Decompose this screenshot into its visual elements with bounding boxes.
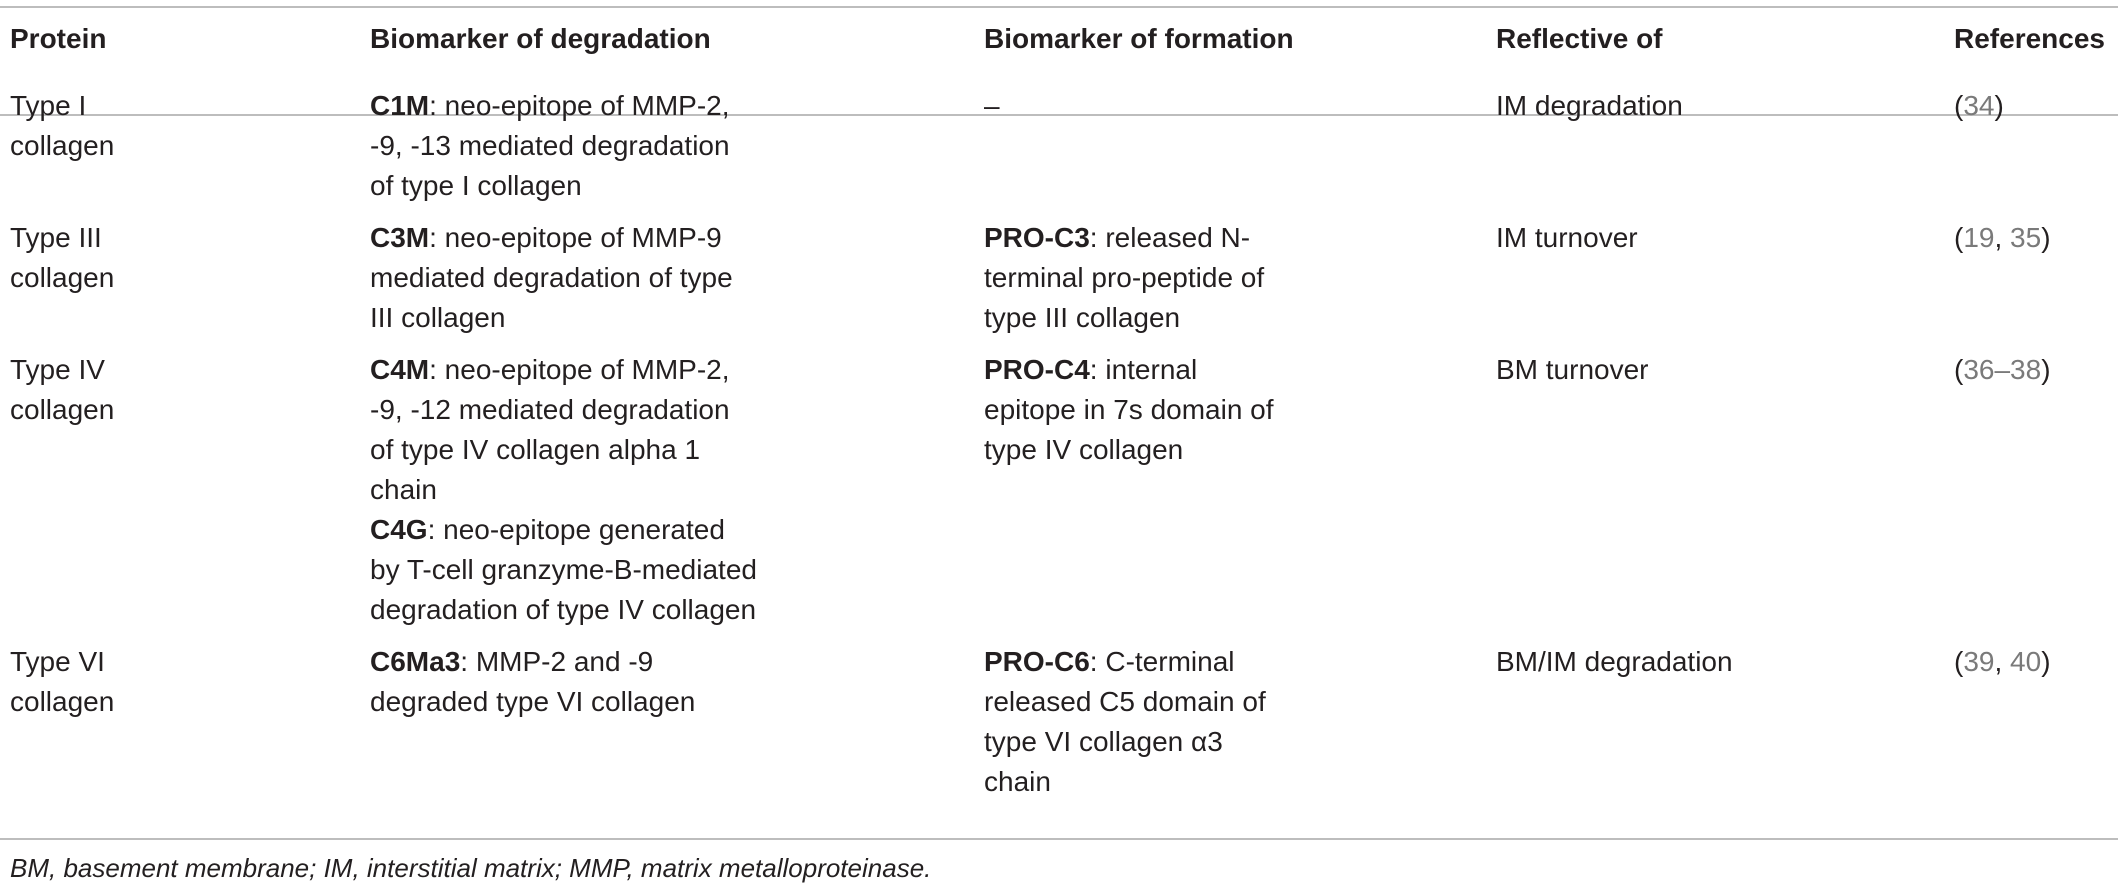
- table-bottom-rule: [0, 838, 2118, 840]
- marker-term: C4G: [370, 514, 428, 545]
- reference-link[interactable]: 34: [1963, 90, 1995, 121]
- table-header-rule: [0, 114, 2118, 116]
- cell-references: (36–38): [1954, 354, 2051, 385]
- marker-term: PRO-C3: [984, 222, 1090, 253]
- cell-formation: PRO-C6: C-terminal released C5 domain of…: [974, 630, 1486, 818]
- reference-separator: ,: [1994, 222, 2011, 253]
- cell-protein: Type VI collagen: [0, 630, 360, 818]
- cell-references: (39, 40): [1954, 646, 2051, 677]
- reference-separator: ,: [1994, 646, 2011, 677]
- marker-desc: : MMP-2 and -9 degraded type VI collagen: [370, 646, 696, 717]
- reference-link[interactable]: 40: [2010, 646, 2042, 677]
- degradation-marker: C4M: neo-epitope of MMP-2, -9, -12 media…: [370, 350, 760, 510]
- cell-degradation: C3M: neo-epitope of MMP-9 mediated degra…: [360, 206, 974, 338]
- table-row: Type VI collagen C6Ma3: MMP-2 and -9 deg…: [0, 630, 2118, 818]
- marker-term: C3M: [370, 222, 430, 253]
- cell-reflective: IM turnover: [1496, 222, 1638, 253]
- formation-marker: –: [984, 86, 1294, 126]
- protein-name: Type IV collagen: [10, 354, 115, 425]
- marker-term: C1M: [370, 90, 430, 121]
- marker-desc: : neo-epitope generated by T-cell granzy…: [370, 514, 757, 625]
- cell-references: (34): [1954, 90, 2004, 121]
- protein-name: Type I collagen: [10, 90, 115, 161]
- degradation-marker: C1M: neo-epitope of MMP-2, -9, -13 media…: [370, 86, 760, 206]
- cell-degradation: C4M: neo-epitope of MMP-2, -9, -12 media…: [360, 338, 974, 630]
- cell-formation: PRO-C4: internal epitope in 7s domain of…: [974, 338, 1486, 630]
- table-top-rule: [0, 6, 2118, 8]
- reference-link[interactable]: 35: [2010, 222, 2042, 253]
- formation-marker: PRO-C3: released N-terminal pro-peptide …: [984, 218, 1294, 338]
- table-row: Type IV collagen C4M: neo-epitope of MMP…: [0, 338, 2118, 630]
- cell-protein: Type IV collagen: [0, 338, 360, 630]
- marker-term: C6Ma3: [370, 646, 461, 677]
- cell-degradation: C1M: neo-epitope of MMP-2, -9, -13 media…: [360, 74, 974, 206]
- marker-desc: : C-terminal released C5 domain of type …: [984, 646, 1266, 797]
- reference-link[interactable]: 39: [1963, 646, 1995, 677]
- table-header-row: Protein Biomarker of degradation Biomark…: [0, 8, 2118, 74]
- reference-link[interactable]: 19: [1963, 222, 1995, 253]
- biomarker-table: Protein Biomarker of degradation Biomark…: [0, 8, 2118, 818]
- cell-degradation: C6Ma3: MMP-2 and -9 degraded type VI col…: [360, 630, 974, 818]
- cell-protein: Type III collagen: [0, 206, 360, 338]
- protein-name: Type III collagen: [10, 222, 115, 293]
- header-formation: Biomarker of formation: [974, 8, 1486, 74]
- marker-desc: : internal epitope in 7s domain of type …: [984, 354, 1274, 465]
- formation-marker: PRO-C6: C-terminal released C5 domain of…: [984, 642, 1294, 802]
- marker-term: PRO-C4: [984, 354, 1090, 385]
- degradation-marker: C6Ma3: MMP-2 and -9 degraded type VI col…: [370, 642, 760, 722]
- marker-desc: : neo-epitope of MMP-2, -9, -13 mediated…: [370, 90, 730, 201]
- marker-desc: : neo-epitope of MMP-2, -9, -12 mediated…: [370, 354, 730, 505]
- marker-term: PRO-C6: [984, 646, 1090, 677]
- protein-name: Type VI collagen: [10, 646, 115, 717]
- degradation-marker: C3M: neo-epitope of MMP-9 mediated degra…: [370, 218, 760, 338]
- reference-link[interactable]: 36–38: [1963, 354, 2042, 385]
- header-formation-text: Biomarker of formation: [984, 23, 1294, 54]
- table-footnote: BM, basement membrane; IM, interstitial …: [10, 853, 932, 883]
- header-protein: Protein: [10, 23, 107, 54]
- table-row: Type III collagen C3M: neo-epitope of MM…: [0, 206, 2118, 338]
- cell-formation: PRO-C3: released N-terminal pro-peptide …: [974, 206, 1486, 338]
- cell-references: (19, 35): [1954, 222, 2051, 253]
- cell-reflective: BM turnover: [1496, 354, 1649, 385]
- cell-protein: Type I collagen: [0, 74, 360, 206]
- cell-reflective: BM/IM degradation: [1496, 646, 1733, 677]
- header-reflective: Reflective of: [1496, 23, 1663, 54]
- cell-formation: –: [974, 74, 1486, 206]
- marker-desc: –: [984, 90, 1000, 121]
- marker-desc: : neo-epitope of MMP-9 mediated degradat…: [370, 222, 733, 333]
- degradation-marker: C4G: neo-epitope generated by T-cell gra…: [370, 510, 760, 630]
- cell-reflective: IM degradation: [1496, 90, 1683, 121]
- formation-marker: PRO-C4: internal epitope in 7s domain of…: [984, 350, 1294, 470]
- marker-term: C4M: [370, 354, 430, 385]
- header-references: References: [1954, 23, 2105, 54]
- header-degradation: Biomarker of degradation: [370, 23, 711, 54]
- marker-desc: : released N-terminal pro-peptide of typ…: [984, 222, 1265, 333]
- table-row: Type I collagen C1M: neo-epitope of MMP-…: [0, 74, 2118, 206]
